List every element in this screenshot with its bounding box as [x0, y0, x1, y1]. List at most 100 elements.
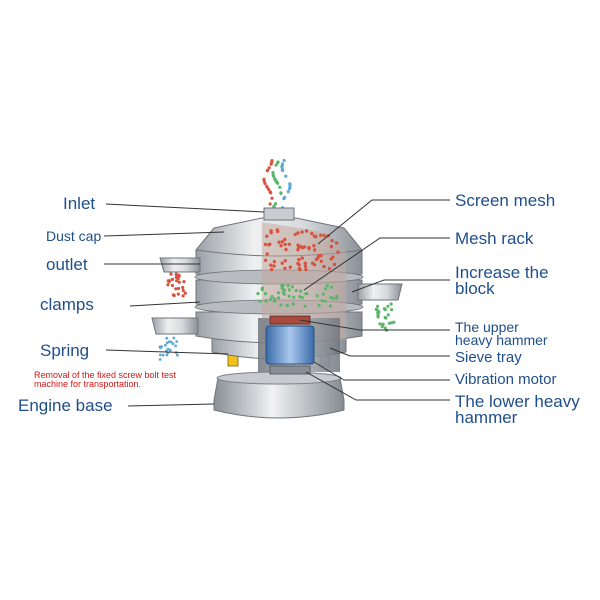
- particle-dot: [303, 261, 307, 265]
- outlet-spout-right: [357, 283, 403, 301]
- particle-dot: [279, 244, 283, 248]
- particle-dot: [275, 180, 279, 185]
- particle-dot: [304, 229, 309, 233]
- particle-dot: [276, 291, 281, 295]
- particle-dot: [177, 280, 181, 284]
- particle-dot: [176, 353, 179, 357]
- particle-dot: [171, 342, 175, 346]
- particle-dot: [312, 244, 316, 248]
- particle-dot: [299, 289, 303, 293]
- particle-dot: [174, 272, 178, 276]
- engine-base-shape: [213, 377, 345, 419]
- label-lower-hammer-line-1: The lower heavy: [455, 392, 580, 411]
- particle-dot: [285, 303, 289, 307]
- particle-dot: [267, 187, 271, 191]
- particle-dot: [174, 287, 178, 291]
- particle-dot: [269, 231, 273, 235]
- particle-dot: [268, 202, 272, 206]
- particle-dot: [331, 297, 335, 301]
- particle-dot: [262, 177, 266, 181]
- particle-dot: [273, 202, 278, 206]
- particle-dot: [300, 295, 304, 300]
- particle-dot: [272, 204, 276, 208]
- particle-dot: [329, 257, 333, 261]
- particle-dot: [263, 242, 268, 247]
- leader-lines: [103, 199, 450, 407]
- particle-dot: [286, 284, 290, 288]
- particle-dot: [381, 322, 385, 326]
- particle-dot: [160, 345, 164, 349]
- particle-dot: [272, 174, 276, 178]
- particle-dot: [165, 336, 169, 340]
- particle-dot: [272, 264, 276, 268]
- particle-dot: [325, 284, 329, 288]
- particle-dot: [323, 299, 327, 303]
- particle-dot: [283, 266, 287, 270]
- particle-dot: [177, 273, 181, 277]
- particle-dot: [336, 250, 340, 254]
- particle-dot: [383, 315, 387, 320]
- label-inlet: Inlet: [63, 194, 96, 213]
- particle-dot: [332, 262, 337, 267]
- particle-dot: [288, 182, 292, 186]
- particle-dot: [181, 285, 185, 290]
- label-upper-hammer-line-1: The upper: [455, 319, 519, 335]
- particle-dot: [161, 353, 165, 357]
- particle-dot: [268, 190, 272, 194]
- particle-dot: [327, 267, 332, 271]
- particle-dot: [315, 294, 319, 298]
- particle-dot: [260, 286, 264, 290]
- particle-dot: [276, 161, 280, 165]
- particle-dot: [171, 293, 175, 297]
- particle-dot: [272, 297, 277, 301]
- particle-dot: [176, 277, 180, 281]
- particle-dot: [183, 291, 187, 295]
- particle-dot: [265, 234, 269, 238]
- cutaway-interior: [262, 222, 346, 340]
- particle-dot: [304, 267, 308, 272]
- particle-dot: [263, 258, 268, 262]
- warning-transport-note: Removal of the fixed screw bolt test mac…: [34, 370, 209, 390]
- label-mesh-rack: Mesh rack: [455, 229, 534, 248]
- particle-dot: [283, 237, 287, 242]
- particle-dot: [266, 168, 270, 172]
- particle-dot: [177, 286, 181, 291]
- particle-dot: [383, 326, 387, 330]
- particle-dot: [276, 296, 281, 300]
- particle-dot: [310, 261, 315, 265]
- particle-dot: [291, 302, 295, 306]
- particle-dot: [166, 279, 170, 283]
- particle-dot: [278, 185, 282, 189]
- particle-dot: [258, 299, 262, 303]
- particle-dot: [320, 299, 324, 303]
- particle-dot: [283, 195, 287, 200]
- particle-dot: [280, 261, 284, 265]
- particle-dot: [329, 285, 334, 289]
- particle-dot: [330, 238, 334, 243]
- particle-dot: [284, 247, 288, 252]
- label-increase-block-line-2: block: [455, 279, 495, 299]
- particle-dot: [328, 304, 332, 308]
- particle-dot: [283, 242, 287, 247]
- particle-dot: [169, 272, 173, 276]
- particle-dot: [256, 292, 260, 296]
- particle-dot: [267, 243, 271, 247]
- particle-dot: [271, 171, 275, 175]
- particle-dot: [293, 232, 297, 237]
- particle-dot: [296, 243, 300, 247]
- particle-dot: [288, 265, 292, 269]
- particle-dot: [300, 230, 304, 234]
- particle-dot: [313, 248, 317, 252]
- particle-dot: [275, 228, 279, 232]
- particle-dot: [283, 259, 287, 263]
- particle-dot: [324, 287, 328, 291]
- upper-heavy-hammer-shape: [269, 315, 311, 325]
- particle-dot: [287, 288, 291, 292]
- particle-dot: [317, 253, 321, 258]
- label-dust-cap: Dust cap: [46, 228, 102, 244]
- particle-dot: [292, 295, 296, 299]
- particle-dot: [281, 284, 285, 288]
- particle-dot: [175, 340, 179, 343]
- particle-dot: [303, 304, 307, 308]
